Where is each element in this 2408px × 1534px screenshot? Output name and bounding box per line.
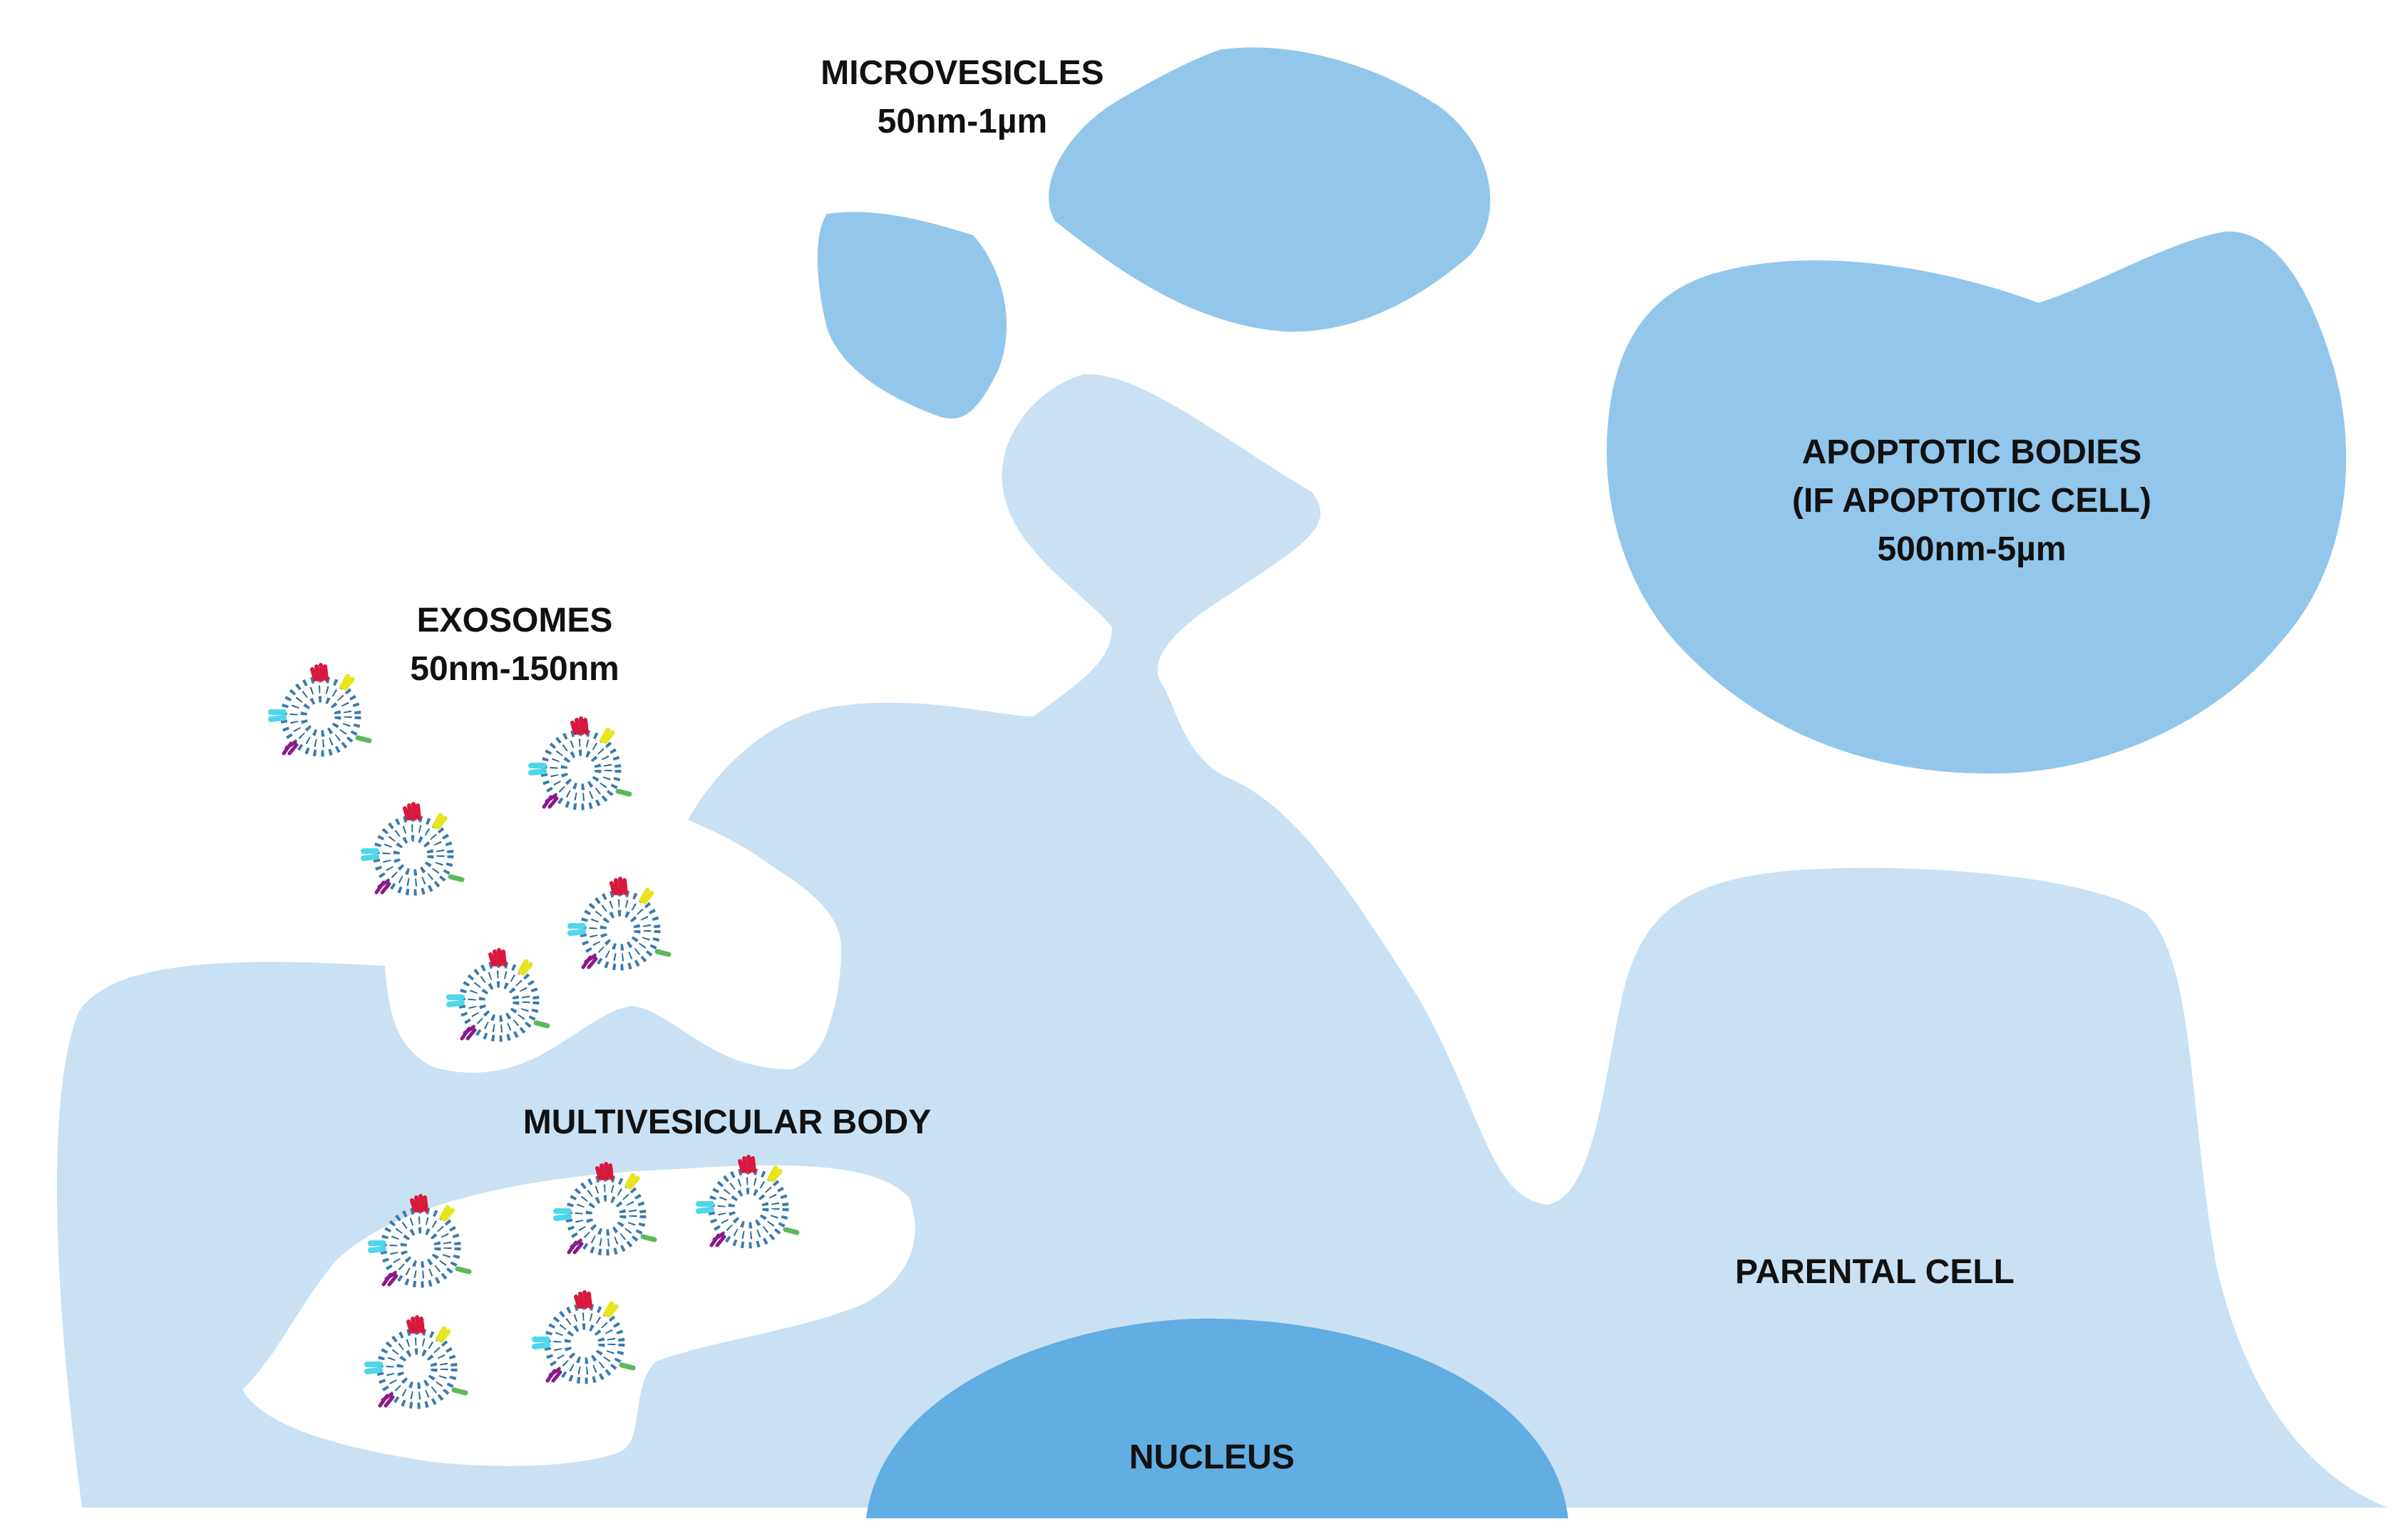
- multivesicular-body-label: MULTIVESICULAR BODY: [523, 1103, 931, 1141]
- apoptotic-bodies-label: APOPTOTIC BODIES: [1802, 433, 2142, 471]
- microvesicle-small: [817, 212, 1007, 419]
- microvesicles-label: MICROVESICLES: [820, 54, 1103, 92]
- apoptotic-condition-label: (IF APOPTOTIC CELL): [1792, 482, 2151, 520]
- parental-cell-label: PARENTAL CELL: [1735, 1253, 2015, 1291]
- exosomes-label: EXOSOMES: [417, 602, 613, 639]
- nucleus-shape: [866, 1318, 1568, 1518]
- microvesicle-large: [1049, 47, 1491, 332]
- multivesicular-body-shape: [242, 1165, 915, 1466]
- exosome-icon: [364, 804, 462, 892]
- microvesicles-size-label: 50nm-1µm: [878, 103, 1047, 140]
- exosome-icon: [271, 665, 369, 753]
- nucleus-label: NUCLEUS: [1129, 1438, 1295, 1476]
- exosomes-size-label: 50nm-150nm: [410, 650, 619, 688]
- apoptotic-body-shape: [1607, 231, 2347, 774]
- exosome-icon: [531, 719, 629, 807]
- apoptotic-size-label: 500nm-5µm: [1877, 530, 2066, 568]
